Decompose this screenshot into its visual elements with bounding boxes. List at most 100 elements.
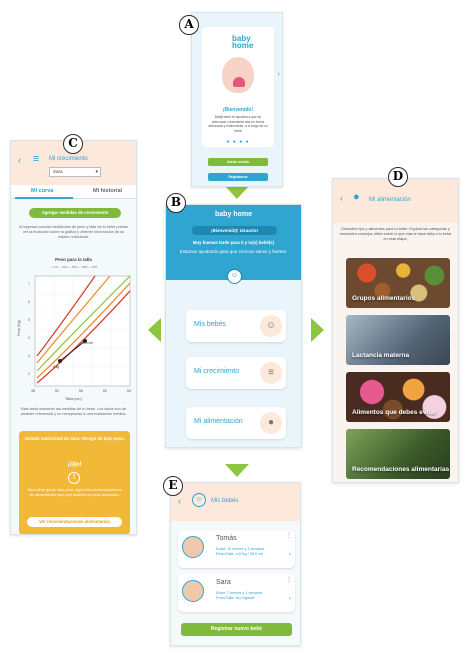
more-options-icon[interactable]: ⋮ (286, 577, 292, 583)
baby-name: Tomás (216, 535, 237, 542)
curve-p97 (36, 275, 96, 357)
alert-title: ¡Ojo! (67, 462, 82, 468)
menu-item-label: Mis bebés (194, 321, 226, 328)
alert-text: Sara debe ganar más peso, sigue los reco… (27, 488, 122, 497)
welcome-text: BabyHome te ayudará a que su adecuado cr… (208, 115, 268, 133)
baby-select[interactable]: Sara▾ (49, 167, 101, 177)
curve-p50 (36, 275, 131, 372)
label-a: A (179, 15, 199, 35)
home-header: baby home ¡Bienvenid@ Usuario! Muy buena… (166, 205, 301, 280)
login-button[interactable]: Iniciar sesión (208, 158, 268, 166)
growth-screen: ‹ ≡ Mi crecimiento Sara▾ Mi curva Mi his… (10, 140, 137, 535)
nutrition-status-title: Estado nutricional de Sara: Riesgo de ba… (25, 436, 124, 441)
measurement-point (58, 359, 62, 363)
category-label: Grupos alimentarios (352, 295, 416, 302)
chevron-down-icon: ▾ (95, 169, 98, 175)
babyhome-logo: baby home (215, 211, 252, 218)
category-alimentos-evitar[interactable]: Alimentos que debes evitar (346, 372, 450, 422)
chart-title: Peso para la talla (55, 257, 92, 262)
category-grupos-alimentarios[interactable]: Grupos alimentarios (346, 258, 450, 308)
point-label: 5.5 cm (83, 341, 93, 345)
curve-p3 (36, 290, 131, 384)
greeting-subtitle: Estamos ayudando para que crezcan sanos … (179, 249, 288, 254)
chart-description: Esta tabla muestran las medidas de tu be… (20, 407, 127, 416)
baby-illustration (222, 57, 254, 93)
chevron-right-icon[interactable]: › (277, 71, 280, 78)
page-title: Mi alimentación (369, 197, 411, 203)
smile-icon: ☺ (227, 269, 242, 284)
register-button[interactable]: Registrarse (208, 173, 268, 181)
back-arrow-icon[interactable]: ‹ (340, 193, 343, 203)
my-babies-screen: ‹ ☺ Mis bebés Tomás Edad: 10 meses y 1 s… (170, 482, 301, 646)
category-label: Recomendaciones alimentarias (352, 466, 450, 473)
measurement-point (83, 339, 87, 343)
point-label: 4 kg (53, 365, 60, 369)
x-axis-label: Talla (cm) (65, 397, 82, 401)
welcome-title: ¡Bienvenido! (222, 107, 254, 113)
menu-item-mis-bebes[interactable]: Mis bebés ☺ (186, 310, 286, 342)
menu-item-mi-alimentacion[interactable]: Mi alimentación ● (186, 407, 286, 439)
category-lactancia-materna[interactable]: Lactancia materna (346, 315, 450, 365)
y-axis-label: Peso (Kg) (16, 320, 21, 336)
add-measurements-button[interactable]: Agregar medidas de crecimiento (29, 208, 121, 218)
greeting-text: Muy buenas tarde para ti y tu(s) bebé(s) (192, 240, 275, 245)
growth-chart (34, 275, 131, 387)
page-title: Mi crecimiento (49, 156, 88, 162)
chevron-right-icon[interactable]: › (289, 552, 291, 558)
baby-icon: ☺ (260, 315, 282, 337)
stacking-rings-icon: ≡ (260, 362, 282, 384)
active-tab-indicator (15, 197, 73, 199)
nutrition-status-card: Estado nutricional de Sara: Riesgo de ba… (19, 431, 130, 534)
arrow-b-to-d (311, 318, 324, 342)
warning-icon: ! (68, 472, 80, 484)
home-screen: baby home ¡Bienvenid@ Usuario! Muy buena… (165, 204, 302, 448)
register-baby-button[interactable]: Registrar nuevo bebé (181, 623, 292, 636)
menu-item-mi-crecimiento[interactable]: Mi crecimiento ≡ (186, 357, 286, 389)
stacking-rings-icon: ≡ (33, 153, 40, 165)
growth-tabs: Mi curva Mi historial (11, 185, 136, 199)
arrow-b-to-c (148, 318, 161, 342)
arrow-b-to-e (225, 464, 249, 477)
category-label: Lactancia materna (352, 352, 410, 359)
arrow-a-to-b (225, 186, 249, 199)
chevron-right-icon[interactable]: › (289, 596, 291, 602)
page-title: Mis bebés (211, 498, 239, 504)
back-arrow-icon[interactable]: ‹ (178, 496, 181, 506)
menu-item-label: Mi crecimiento (194, 368, 240, 375)
apple-icon: ● (353, 191, 360, 203)
category-label: Alimentos que debes evitar (352, 409, 437, 416)
heart-icon (233, 77, 245, 87)
menu-item-label: Mi alimentación (194, 418, 243, 425)
label-e: E (163, 476, 183, 496)
category-recomendaciones[interactable]: Recomendaciones alimentarias (346, 429, 450, 479)
more-options-icon[interactable]: ⋮ (286, 533, 292, 539)
tab-mi-curva[interactable]: Mi curva (31, 188, 54, 194)
apple-icon: ● (260, 412, 282, 434)
back-arrow-icon[interactable]: ‹ (18, 155, 21, 165)
baby-icon: ☺ (192, 493, 206, 507)
nutrition-screen: ‹ ● Mi alimentación Descubre tips y alim… (332, 178, 459, 483)
growth-intro: Al ingresar nuevas mediciones de peso y … (19, 225, 128, 239)
label-c: C (63, 134, 83, 154)
welcome-badge: ¡Bienvenid@ Usuario! (192, 226, 277, 235)
avatar (182, 580, 204, 602)
label-d: D (388, 167, 408, 187)
curve-p85 (36, 275, 111, 364)
carousel-dots[interactable]: ● ● ● ● (226, 139, 250, 145)
food-recommendations-button[interactable]: Ver recomendaciones alimentarias (27, 517, 122, 527)
tab-mi-historial[interactable]: Mi historial (93, 188, 123, 194)
nutrition-intro: Descubre tips y alimentos para tu bebé. … (339, 227, 452, 241)
label-b: B (166, 193, 186, 213)
baby-name: Sara (216, 579, 231, 586)
avatar (182, 536, 204, 558)
curve-p15 (36, 282, 131, 379)
